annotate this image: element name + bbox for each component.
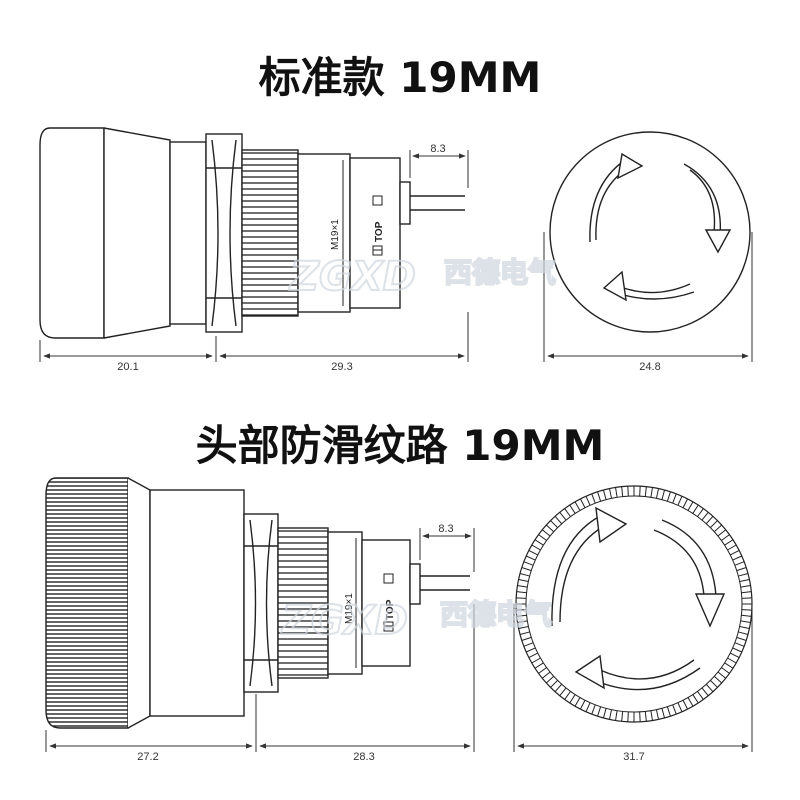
dimension-diameter-knurled: 31.7 [623,751,644,763]
dimension-terminal-standard: 8.3 [430,143,445,155]
dimension-head-knurled: 27.2 [137,751,158,763]
top-label-standard: TOP [374,221,385,242]
svg-text:ZGXD: ZGXD [288,254,416,300]
dimension-lines-standard [39,150,753,362]
svg-text:ZGXD: ZGXD [280,598,408,644]
dimension-head-standard: 20.1 [117,361,138,373]
side-view-standard [39,127,465,339]
watermark-top: ZGXD 西德电气 [287,253,557,301]
thread-label-standard: M19×1 [330,219,341,250]
front-view-standard [549,131,751,333]
dimension-lines-knurled [45,528,753,752]
dimension-body-knurled: 28.3 [353,751,374,763]
top-marker-knurled: TOP [383,573,396,632]
dimension-body-standard: 29.3 [331,361,352,373]
thread-label-knurled: M19×1 [344,593,355,624]
top-label-knurled: TOP [385,599,396,620]
watermark-bottom: ZGXD 西德电气 [279,597,553,645]
svg-text:西德电气: 西德电气 [440,598,552,631]
title-knurled: 头部防滑纹路 19MM [195,421,605,470]
svg-text:西德电气: 西德电气 [444,256,556,289]
title-standard: 标准款 19MM [258,53,542,102]
top-marker-standard: TOP [372,195,385,256]
side-view-knurled [45,477,470,729]
dimension-terminal-knurled: 8.3 [438,523,453,535]
front-view-knurled [515,485,753,723]
dimension-diameter-standard: 24.8 [639,361,660,373]
